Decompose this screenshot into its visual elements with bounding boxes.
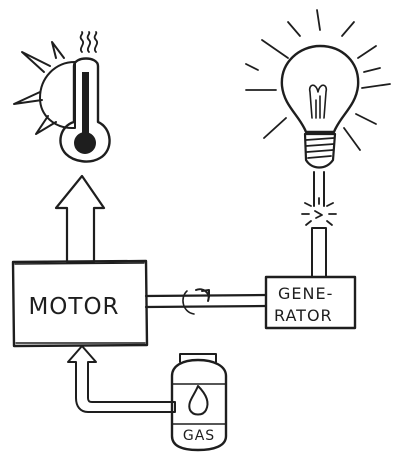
motor-box: MOTOR (11, 259, 149, 348)
motor-label: MOTOR (28, 294, 119, 320)
gas-label: GAS (183, 428, 215, 444)
rotation-arrow-icon (195, 288, 210, 302)
fuel-line (67, 345, 176, 413)
sun-icon (13, 41, 76, 135)
power-wire (311, 171, 327, 278)
light-rays (245, 9, 391, 151)
spark-icon (301, 197, 337, 226)
heat-waves-icon (79, 31, 99, 53)
drive-shaft (144, 290, 268, 315)
light-bulb-icon (280, 44, 360, 169)
thermometer-icon (59, 57, 111, 163)
gas-tank-icon: GAS (170, 353, 228, 452)
heat-arrow (54, 174, 106, 264)
generator-label-line1: GENE- (278, 284, 333, 303)
generator-box: GENE- RATOR (264, 275, 357, 330)
generator-label-line2: RATOR (274, 306, 333, 325)
flame-icon (188, 385, 209, 416)
